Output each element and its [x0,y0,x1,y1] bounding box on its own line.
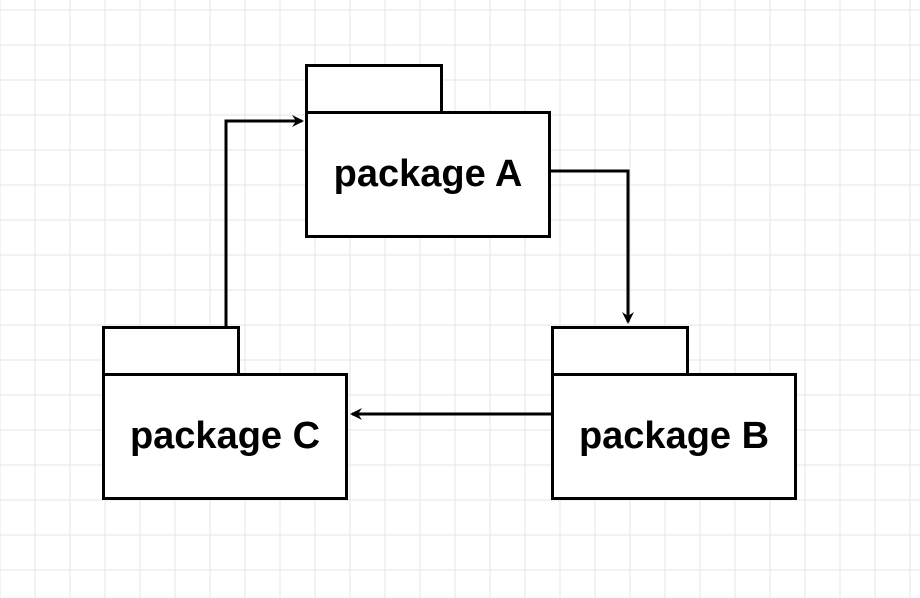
package-c-tab [102,326,240,376]
package-b-body: package B [551,373,797,500]
package-b-label: package B [578,415,770,457]
package-c-label: package C [129,415,321,457]
package-c-node[interactable]: package C [102,326,348,516]
package-a-label: package A [333,153,523,195]
package-b-node[interactable]: package B [551,326,797,516]
package-a-node[interactable]: package A [305,64,551,254]
package-b-tab [551,326,689,376]
package-a-tab [305,64,443,114]
package-a-body: package A [305,111,551,238]
package-c-body: package C [102,373,348,500]
edge-a-to-b[interactable] [551,169,634,324]
edge-c-to-a[interactable] [224,115,304,326]
